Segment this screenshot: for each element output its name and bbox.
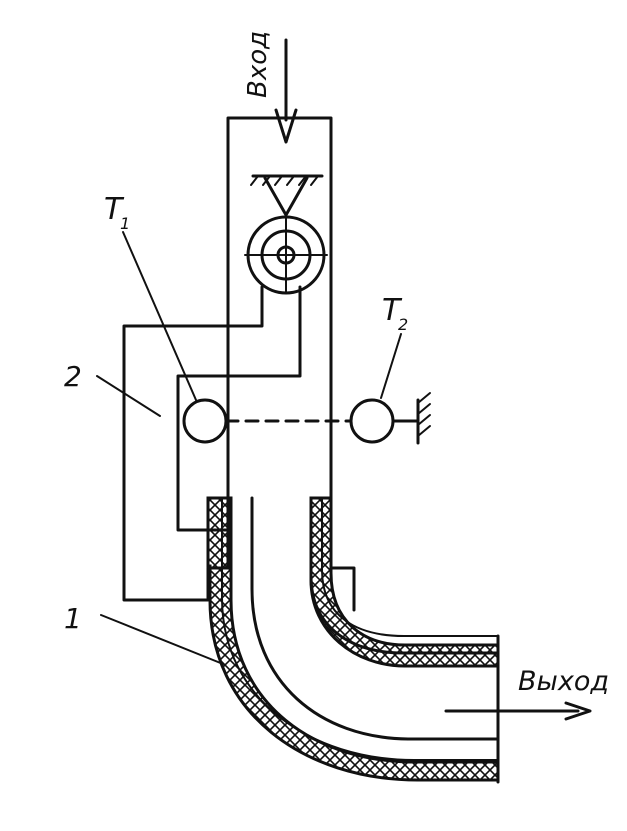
pivot-center-cross xyxy=(244,215,328,293)
part-1-label: 1 xyxy=(64,602,82,635)
t2-label-sub: 2 xyxy=(398,315,408,334)
sensor-t2-ground-hatch xyxy=(417,392,431,437)
pipe-inner-wall xyxy=(250,496,500,741)
part-1-callout: 1 xyxy=(64,602,224,665)
inlet-assembly: Вход xyxy=(243,31,298,144)
pipe-liner-lines xyxy=(221,497,499,761)
t2-label-main: T xyxy=(382,293,403,328)
housing-outline xyxy=(226,116,333,494)
part-2-label: 2 xyxy=(64,360,82,393)
outlet-assembly: Выход xyxy=(444,666,609,721)
outlet-arrow-head xyxy=(564,701,592,721)
pivot-mechanism xyxy=(122,174,328,602)
outlet-label: Выход xyxy=(518,666,609,697)
part-2-callout: 2 xyxy=(64,360,161,417)
leader-t1 xyxy=(122,231,197,401)
inlet-label: Вход xyxy=(243,31,273,98)
temperature-sensors: T 1 T 2 xyxy=(104,192,431,445)
inlet-arrow-head xyxy=(274,108,298,144)
pipe-inner-insulation xyxy=(309,496,500,668)
t1-label-sub: 1 xyxy=(120,214,130,233)
sensor-t1-circle xyxy=(182,398,228,444)
leader-part-2 xyxy=(96,375,161,417)
leader-part-1 xyxy=(100,614,224,665)
sensor-t2-circle xyxy=(349,398,395,444)
pipe-outer-insulation xyxy=(206,496,500,782)
t1-label-main: T xyxy=(104,192,125,227)
pipe-inner-wall-2 xyxy=(309,496,500,655)
flap-lever xyxy=(122,285,302,602)
leader-t2 xyxy=(380,333,402,399)
bent-pipe xyxy=(206,496,500,784)
